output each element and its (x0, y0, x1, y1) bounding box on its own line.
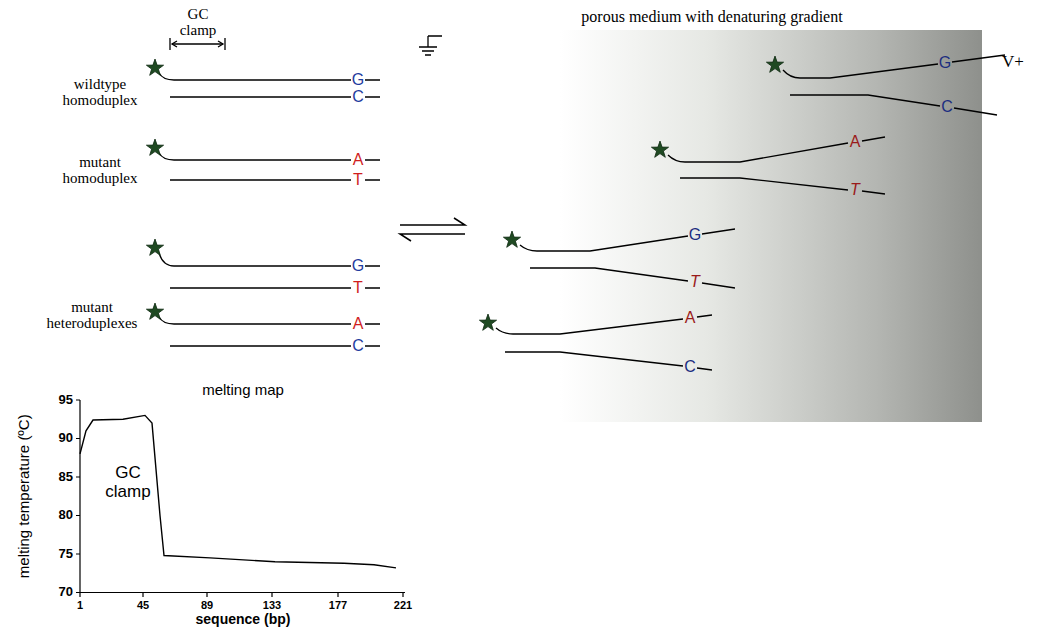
denaturing-gradient (560, 30, 982, 422)
base-letter: G (939, 54, 951, 72)
gel-label: porous medium with denaturing gradient (581, 8, 842, 26)
bracket-label: GC clamp (173, 6, 223, 39)
clamp-bracket-tick (170, 38, 225, 50)
region-label: GC clamp (97, 464, 159, 501)
dna-strand (783, 55, 1005, 78)
base-letter: T (353, 171, 363, 189)
x-axis-title: sequence (bp) (196, 612, 291, 627)
base-letter: T (690, 273, 700, 291)
dna-strand (170, 179, 380, 180)
dna-strand (159, 317, 380, 324)
base-letter: G (352, 257, 364, 275)
y-tick-label: 70 (59, 585, 73, 599)
y-tick-label: 95 (59, 393, 73, 407)
y-axis-ticks (76, 400, 80, 593)
forward-arrow (400, 218, 465, 225)
y-tick-label: 90 (59, 431, 73, 445)
fluorescent-label (503, 231, 520, 247)
base-letter: A (353, 315, 364, 333)
dna-strand (505, 352, 712, 370)
base-letter: T (850, 181, 860, 199)
x-tick-label: 89 (201, 599, 213, 611)
dna-strand (159, 153, 380, 160)
base-letter: C (684, 358, 696, 376)
x-tick-label: 133 (263, 599, 281, 611)
base-letter: A (685, 309, 696, 327)
base-letter: G (352, 71, 364, 89)
base-letter: C (352, 88, 364, 106)
ground-symbol (419, 36, 442, 55)
fluorescent-label (651, 141, 668, 157)
clamp-bracket-line (172, 43, 223, 44)
dna-strand (159, 253, 380, 266)
dna-strand (520, 229, 735, 251)
voltage-label: V+ (1002, 53, 1024, 72)
base-letter: A (850, 133, 861, 151)
base-letter: A (353, 151, 364, 169)
dna-strand (790, 95, 997, 115)
chart-title: melting map (202, 382, 284, 399)
y-tick-label: 75 (59, 547, 73, 561)
x-tick-label: 221 (394, 599, 412, 611)
x-tick-label: 1 (77, 599, 83, 611)
fluorescent-label (146, 139, 163, 155)
dna-strand (530, 268, 735, 288)
clamp-bracket-arrowhead (172, 41, 223, 47)
base-letter: T (353, 279, 363, 297)
duplex-label: mutant homoduplex (58, 154, 143, 187)
x-tick-label: 45 (137, 599, 149, 611)
chart-axes (80, 400, 405, 593)
fluorescent-label (146, 59, 163, 75)
fluorescent-label (766, 56, 783, 72)
dna-strand (170, 287, 380, 288)
fluorescent-label (146, 239, 163, 255)
y-tick-label: 85 (59, 470, 73, 484)
fluorescent-label (479, 314, 496, 330)
duplex-label: mutant heteroduplexes (42, 299, 142, 332)
base-letter: C (352, 337, 364, 355)
melting-curve (80, 415, 396, 568)
duplex-label: wildtype homoduplex (58, 76, 143, 109)
x-axis-ticks (80, 593, 403, 598)
dna-strand (170, 345, 380, 346)
base-letter: G (689, 226, 701, 244)
base-letter: C (941, 98, 953, 116)
dna-strand (170, 96, 380, 97)
fluorescent-label (146, 303, 163, 319)
reverse-arrow (400, 234, 465, 241)
y-axis-title: melting temperature (ºC) (16, 414, 33, 578)
x-tick-label: 177 (329, 599, 347, 611)
dna-strand (159, 73, 380, 80)
dna-strand (496, 315, 712, 334)
y-tick-label: 80 (59, 508, 73, 522)
